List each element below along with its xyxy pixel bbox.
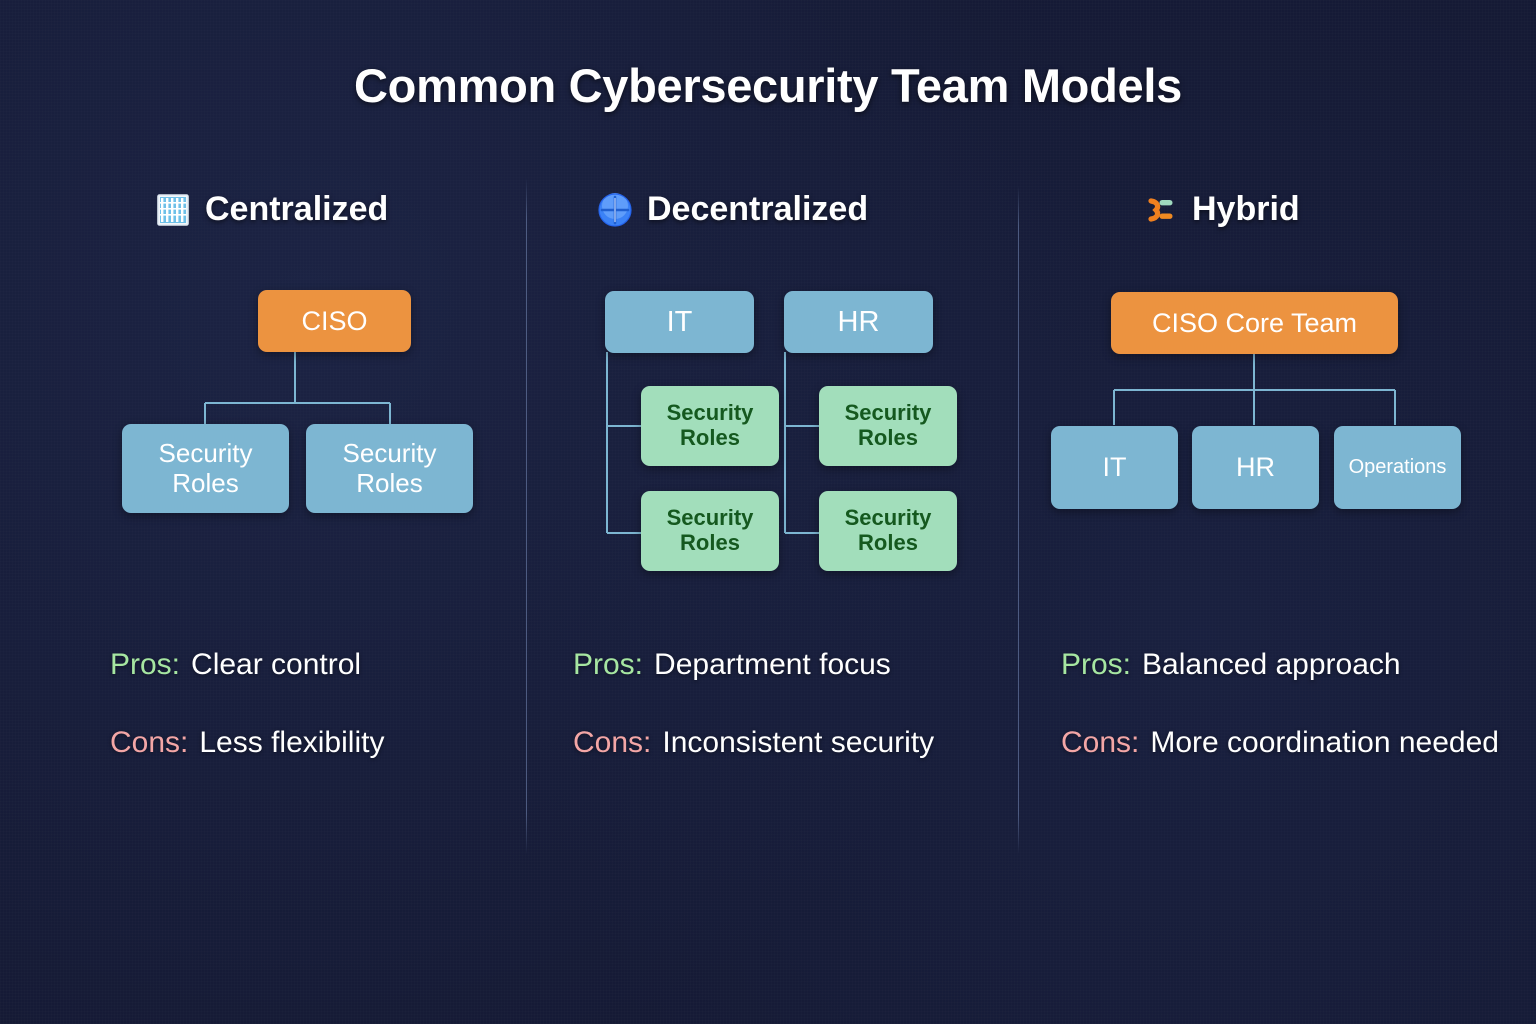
column-hybrid: Hybrid CISO Core Team IT HR Op (1019, 0, 1519, 1024)
node-label: CISO Core Team (1151, 307, 1358, 338)
node-label: IT (1102, 452, 1127, 483)
pros-value: Clear control (191, 648, 362, 681)
node-hr: HR (1192, 426, 1319, 509)
cons-label: Cons: (1061, 726, 1140, 759)
node-hr-security-roles-1: Security Roles (819, 386, 957, 466)
column-decentralized: Decentralized IT HR (527, 0, 1018, 1024)
cons-value: More coordination needed (1150, 726, 1499, 759)
cons-row: Cons: More coordination needed (1061, 718, 1531, 768)
handshake-connector-icon (1148, 197, 1173, 222)
node-hr-security-roles-2: Security Roles (819, 491, 957, 571)
cons-value: Less flexibility (199, 726, 385, 759)
node-label: Security Roles (158, 438, 253, 498)
node-label: IT (666, 305, 693, 338)
pros-label: Pros: (110, 648, 181, 681)
cons-row: Cons: Less flexibility (110, 718, 540, 768)
node-label: Security Roles (666, 400, 754, 450)
cons-label: Cons: (110, 726, 189, 759)
node-ciso-core-team: CISO Core Team (1111, 292, 1398, 354)
pros-value: Department focus (654, 648, 891, 681)
node-it-security-roles-2: Security Roles (641, 491, 779, 571)
globe-circle-icon (598, 192, 632, 227)
node-label: Security Roles (342, 438, 437, 498)
node-label: Security Roles (844, 400, 932, 450)
pros-row: Pros: Balanced approach (1061, 640, 1531, 690)
node-operations: Operations (1334, 426, 1461, 509)
node-it-security-roles-1: Security Roles (641, 386, 779, 466)
node-ciso: CISO (258, 290, 411, 352)
column-heading-label: Decentralized (647, 190, 869, 228)
node-label: CISO (301, 305, 368, 336)
node-label: Security Roles (844, 505, 932, 555)
column-header-decentralized: Decentralized (597, 190, 868, 229)
column-header-hybrid: Hybrid (1142, 190, 1300, 229)
column-centralized: Centralized CISO Security Roles Security… (40, 0, 526, 1024)
column-header-centralized: Centralized (155, 190, 388, 229)
office-building-icon (157, 193, 189, 226)
node-label: Security Roles (666, 505, 754, 555)
pros-label: Pros: (1061, 648, 1132, 681)
pros-label: Pros: (573, 648, 644, 681)
column-divider-right (1018, 186, 1019, 854)
node-label: HR (1236, 452, 1275, 483)
node-label: Operations (1348, 456, 1447, 479)
cons-row: Cons: Inconsistent security (573, 718, 1023, 768)
page-title: Common Cybersecurity Team Models (354, 59, 1182, 112)
cons-label: Cons: (573, 726, 652, 759)
node-security-roles-1: Security Roles (122, 424, 289, 513)
pros-row: Pros: Department focus (573, 640, 1023, 690)
pros-row: Pros: Clear control (110, 640, 540, 690)
column-heading-label: Hybrid (1192, 190, 1300, 228)
node-security-roles-2: Security Roles (306, 424, 473, 513)
node-it: IT (1051, 426, 1178, 509)
pros-value: Balanced approach (1142, 648, 1401, 681)
cons-value: Inconsistent security (662, 726, 935, 759)
column-divider-left (526, 178, 527, 854)
node-hr: HR (784, 291, 933, 353)
column-heading-label: Centralized (205, 190, 389, 228)
node-it: IT (605, 291, 754, 353)
node-label: HR (837, 305, 880, 338)
